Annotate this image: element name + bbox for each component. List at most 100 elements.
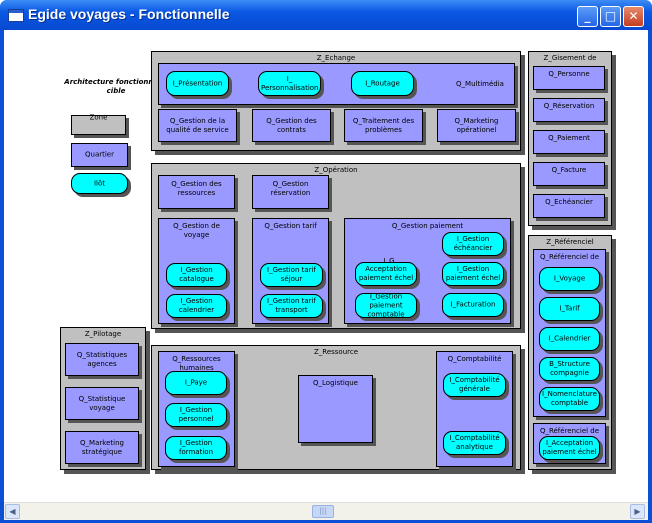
ilot-structure-compagnie[interactable]: B_Structure compagnie xyxy=(539,357,600,381)
zone-echange-title: Z_Echange xyxy=(316,54,356,62)
legend-quartier-label: Quartier xyxy=(85,150,114,159)
ilot-gestion-formation[interactable]: I_Gestion formation xyxy=(165,436,227,460)
legend-ilot-label: Ilôt xyxy=(93,179,106,187)
ilot-facturation[interactable]: I_Facturation xyxy=(442,293,504,317)
quartier-echeancier[interactable]: Q_Echéancier xyxy=(533,194,605,218)
quartier-marketing-strategique[interactable]: Q_Marketing stratégique xyxy=(65,431,139,464)
ilot-nomenclature-comptable[interactable]: I_Nomenclature comptable xyxy=(539,387,600,411)
quartier-marketing-operationnel[interactable]: Q_Marketing opérationel xyxy=(437,109,516,142)
ilot-calendrier[interactable]: I_Calendrier xyxy=(539,327,600,351)
quartier-traitement-problemes-label: Q_Traitement des problèmes xyxy=(352,116,415,134)
ilot-comptabilite-analytique[interactable]: I_Comptabilité analytique xyxy=(443,431,506,455)
ilot-gestion-paiement-comptable[interactable]: I_Gestion paiement comptable xyxy=(355,292,417,318)
diagram-canvas: Architecture fonctionnelle cible Zone Qu… xyxy=(4,30,648,519)
close-button[interactable]: ✕ xyxy=(623,6,644,27)
horizontal-scrollbar[interactable]: ◀ ||| ▶ xyxy=(4,502,648,520)
ilot-comptabilite-analytique-label: I_Comptabilité analytique xyxy=(449,434,500,451)
zone-gisement-title: Z_Gisement de xyxy=(543,54,597,62)
quartier-gestion-ressources[interactable]: Q_Gestion des ressources xyxy=(158,175,235,209)
ilot-paye[interactable]: I_Paye xyxy=(165,371,227,395)
quartier-gestion-qualite[interactable]: Q_Gestion de la qualité de service xyxy=(158,109,237,142)
quartier-facture[interactable]: Q_Facture xyxy=(533,162,605,186)
ilot-gestion-catalogue-label: I_Gestion catalogue xyxy=(179,266,214,283)
ilot-gestion-tarif-sejour[interactable]: I_Gestion tarif séjour xyxy=(260,263,323,287)
ilot-structure-compagnie-label: B_Structure compagnie xyxy=(549,360,590,377)
legend-quartier: Quartier xyxy=(71,143,128,167)
quartier-gestion-contrats[interactable]: Q_Gestion des contrats xyxy=(252,109,331,142)
ilot-gestion-personnel-label: I_Gestion personnel xyxy=(178,406,214,423)
quartier-multimedia-label: Q_Multimédia xyxy=(456,80,504,88)
ilot-voyage[interactable]: I_Voyage xyxy=(539,267,600,291)
ilot-calendrier-label: I_Calendrier xyxy=(548,334,591,343)
quartier-gestion-voyage-label: Q_Gestion de voyage xyxy=(173,222,220,239)
scroll-left-button[interactable]: ◀ xyxy=(5,504,20,519)
window-title: Egide voyages - Fonctionnelle xyxy=(28,6,230,22)
ilot-gestion-tarif-transport[interactable]: I_Gestion tarif transport xyxy=(260,294,323,318)
ilot-gestion-paiement-echel[interactable]: I_Gestion paiement échel xyxy=(442,262,504,286)
ilot-gestion-calendrier-label: I_Gestion calendrier xyxy=(178,297,215,314)
ilot-presentation[interactable]: I_Présentation xyxy=(166,71,229,96)
legend-zone-label: Zone xyxy=(89,113,108,122)
ilot-gestion-catalogue[interactable]: I_Gestion catalogue xyxy=(166,263,227,287)
quartier-statistique-voyage-label: Q_Statistique voyage xyxy=(78,394,126,412)
ilot-tarif[interactable]: I_Tarif xyxy=(539,297,600,321)
ilot-facturation-label: I_Facturation xyxy=(450,300,496,309)
quartier-statistique-voyage[interactable]: Q_Statistique voyage xyxy=(65,387,139,420)
title-bar[interactable]: Egide voyages - Fonctionnelle _ □ ✕ xyxy=(0,0,652,30)
window-icon xyxy=(8,9,24,22)
quartier-marketing-operationnel-label: Q_Marketing opérationel xyxy=(454,116,499,134)
quartier-personne[interactable]: Q_Personne xyxy=(533,66,605,90)
quartier-logistique-label: Q_Logistique xyxy=(313,379,358,387)
quartier-referentiel-2-label: Q_Référenciel de xyxy=(539,427,600,435)
quartier-statistiques-agences[interactable]: Q_Statistiques agences xyxy=(65,343,139,376)
quartier-marketing-strategique-label: Q_Marketing stratégique xyxy=(80,438,124,456)
ilot-comptabilite-generale-label: I_Comptabilité générale xyxy=(449,376,500,393)
ilot-gestion-personnel[interactable]: I_Gestion personnel xyxy=(165,403,227,427)
ilot-gestion-paiement-comptable-label: I_Gestion paiement comptable xyxy=(367,292,405,318)
quartier-gestion-qualite-label: Q_Gestion de la qualité de service xyxy=(166,116,229,134)
ilot-voyage-label: I_Voyage xyxy=(553,274,586,283)
ilot-personnalisation[interactable]: I_ Personnalisation xyxy=(258,71,321,96)
ilot-acceptation-paiement-ref-label: I_Acceptation paiement échel xyxy=(542,439,597,456)
maximize-button[interactable]: □ xyxy=(600,6,621,27)
quartier-gestion-ressources-label: Q_Gestion des ressources xyxy=(171,180,222,197)
quartier-paiement[interactable]: Q_Paiement xyxy=(533,130,605,154)
quartier-gestion-paiement-label: Q_Gestion paiement xyxy=(391,222,464,230)
quartier-statistiques-agences-label: Q_Statistiques agences xyxy=(76,350,128,368)
zone-pilotage-title: Z_Pilotage xyxy=(84,330,122,338)
scroll-thumb[interactable]: ||| xyxy=(312,505,334,518)
ilot-acceptation-paiement-ref[interactable]: I_Acceptation paiement échel xyxy=(539,436,600,460)
zone-operation-title: Z_Opération xyxy=(314,166,358,174)
quartier-ressources-humaines-label: Q_Ressources humaines xyxy=(172,355,221,372)
ilot-tarif-label: I_Tarif xyxy=(559,304,580,313)
quartier-traitement-problemes[interactable]: Q_Traitement des problèmes xyxy=(344,109,423,142)
quartier-echeancier-label: Q_Echéancier xyxy=(545,198,593,206)
quartier-reservation-label: Q_Réservation xyxy=(543,102,595,110)
ilot-gestion-tarif-transport-label: I_Gestion tarif transport xyxy=(267,297,316,314)
quartier-referentiel-1-label: Q_Référenciel de xyxy=(539,253,600,261)
ilot-gestion-echeancier[interactable]: I_Gestion échéancier xyxy=(442,232,504,256)
ilot-personnalisation-label: I_ Personnalisation xyxy=(261,74,318,92)
quartier-paiement-label: Q_Paiement xyxy=(548,134,590,142)
legend-ilot: Ilôt xyxy=(71,173,128,194)
ilot-routage[interactable]: I_Routage xyxy=(351,71,414,96)
ilot-gestion-echeancier-label: I_Gestion échéancier xyxy=(453,235,493,252)
ilot-acceptation-paiement-label: Acceptation paiement échel xyxy=(358,265,414,282)
ilot-presentation-label: I_Présentation xyxy=(172,79,223,87)
ilot-gestion-paiement-echel-label: I_Gestion paiement échel xyxy=(445,265,501,282)
quartier-gestion-contrats-label: Q_Gestion des contrats xyxy=(266,116,317,134)
ilot-gestion-tarif-sejour-label: I_Gestion tarif séjour xyxy=(267,266,316,283)
legend-title: Architecture fonctionnelle cible xyxy=(64,78,168,95)
zone-ressource-title: Z_Ressource xyxy=(313,348,359,356)
ilot-gestion-calendrier[interactable]: I_Gestion calendrier xyxy=(166,294,227,318)
scroll-right-button[interactable]: ▶ xyxy=(630,504,645,519)
ilot-routage-label: I_Routage xyxy=(365,79,400,87)
quartier-reservation[interactable]: Q_Réservation xyxy=(533,98,605,122)
quartier-logistique[interactable]: Q_Logistique xyxy=(298,375,373,443)
quartier-gestion-reservation[interactable]: Q_Gestion réservation xyxy=(252,175,329,209)
ilot-comptabilite-generale[interactable]: I_Comptabilité générale xyxy=(443,373,506,397)
minimize-button[interactable]: _ xyxy=(577,6,598,27)
ilot-paye-label: I_Paye xyxy=(184,378,208,387)
ilot-acceptation-paiement[interactable]: Acceptation paiement échel xyxy=(355,262,417,286)
